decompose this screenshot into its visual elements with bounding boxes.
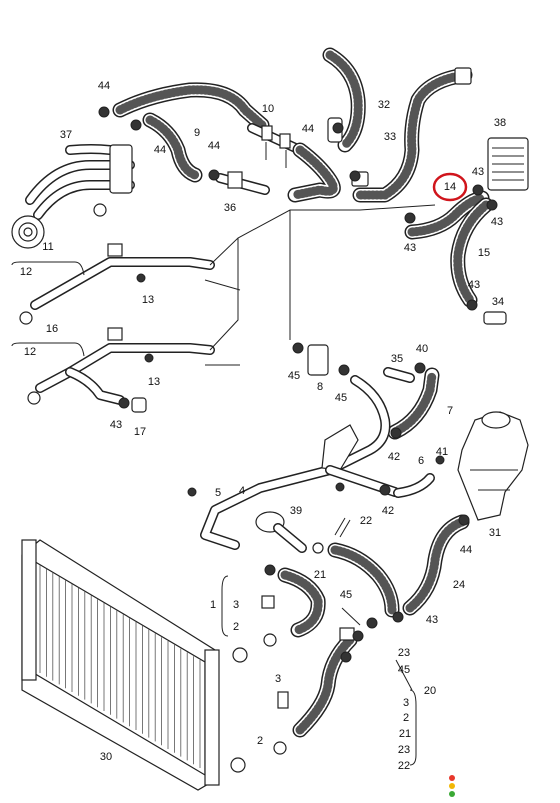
status-dot	[449, 791, 455, 797]
callout-43: 43	[426, 614, 438, 626]
callout-23: 23	[398, 647, 410, 659]
callout-40: 40	[416, 343, 428, 355]
part-8	[307, 344, 329, 376]
hose-9	[112, 82, 270, 183]
callout-33: 33	[384, 131, 396, 143]
callout-45: 45	[398, 664, 410, 676]
hose-32	[322, 47, 366, 153]
callout-34: 34	[492, 296, 504, 308]
callout-17: 17	[134, 426, 146, 438]
callout-42: 42	[382, 505, 394, 517]
callout-12: 12	[24, 346, 36, 358]
callout-24: 24	[453, 579, 465, 591]
callout-16: 16	[46, 323, 58, 335]
part-10-connector	[247, 123, 305, 168]
callout-23: 23	[398, 744, 410, 756]
callout-35: 35	[391, 353, 403, 365]
callout-4: 4	[239, 485, 245, 497]
callout-22: 22	[398, 760, 410, 772]
part-34	[483, 311, 507, 325]
callout-5: 5	[215, 487, 221, 499]
callout-31: 31	[489, 527, 501, 539]
callout-2: 2	[257, 735, 263, 747]
callout-44: 44	[154, 144, 166, 156]
status-dot	[449, 783, 455, 789]
callout-10: 10	[262, 103, 274, 115]
callout-3: 3	[233, 599, 239, 611]
callout-14: 14	[444, 181, 456, 193]
callout-20: 20	[424, 685, 436, 697]
callout-6: 6	[418, 455, 424, 467]
hose-15	[450, 197, 494, 308]
part-30-radiator	[21, 539, 248, 791]
pipe-16	[35, 327, 215, 405]
callout-43: 43	[491, 216, 503, 228]
status-dots	[449, 775, 455, 797]
callout-9: 9	[194, 127, 200, 139]
callout-43: 43	[110, 419, 122, 431]
small-parts	[19, 106, 498, 663]
part-31-expansion-tank	[457, 411, 529, 521]
callout-38: 38	[494, 117, 506, 129]
callout-36: 36	[224, 202, 236, 214]
callout-44: 44	[302, 123, 314, 135]
callout-11: 11	[42, 241, 53, 253]
callout-8: 8	[317, 381, 323, 393]
callout-37: 37	[60, 129, 72, 141]
part-38-cooler	[487, 137, 529, 191]
callout-44: 44	[98, 80, 110, 92]
part-39	[255, 511, 307, 553]
callout-43: 43	[468, 279, 480, 291]
part-22	[334, 517, 351, 538]
callout-15: 15	[478, 247, 490, 259]
callout-45: 45	[288, 370, 300, 382]
highlight-circle	[432, 172, 468, 202]
callout-21: 21	[314, 569, 326, 581]
callout-3: 3	[403, 697, 409, 709]
callout-3: 3	[275, 673, 281, 685]
hose-7	[387, 367, 440, 440]
callout-42: 42	[388, 451, 400, 463]
callout-32: 32	[378, 99, 390, 111]
hose-upper-center	[287, 142, 341, 203]
callout-43: 43	[404, 242, 416, 254]
callout-43: 43	[472, 166, 484, 178]
part-35	[383, 367, 415, 383]
callout-30: 30	[100, 751, 112, 763]
callout-21: 21	[399, 728, 411, 740]
hose-24	[402, 514, 470, 616]
bracket-lines	[11, 261, 417, 766]
callout-45: 45	[335, 392, 347, 404]
leader-lines	[204, 204, 436, 366]
status-dot	[449, 775, 455, 781]
callout-39: 39	[290, 505, 302, 517]
callout-1: 1	[210, 599, 216, 611]
callout-44: 44	[460, 544, 472, 556]
callout-2: 2	[403, 712, 409, 724]
hose-1	[261, 567, 326, 755]
pipe-11	[30, 243, 215, 310]
hose-33	[351, 67, 473, 203]
callout-2: 2	[233, 621, 239, 633]
callout-7: 7	[447, 405, 453, 417]
callout-12: 12	[20, 266, 32, 278]
callout-22: 22	[360, 515, 372, 527]
part-6	[393, 473, 435, 498]
callout-44: 44	[208, 140, 220, 152]
part-36	[215, 171, 270, 195]
part-37-flange	[11, 144, 135, 249]
callout-13: 13	[142, 294, 154, 306]
hose-14	[404, 190, 490, 240]
callout-45: 45	[340, 589, 352, 601]
hose-20	[277, 627, 358, 738]
callout-13: 13	[148, 376, 160, 388]
callout-41: 41	[436, 446, 448, 458]
hose-upper-radiator	[327, 542, 400, 618]
